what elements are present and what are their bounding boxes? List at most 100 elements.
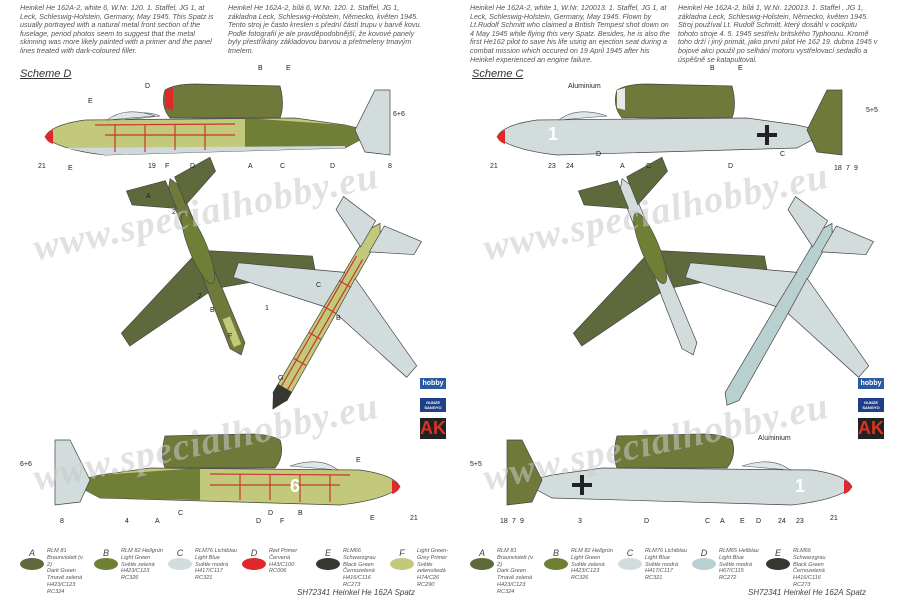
swatch-letter: B	[552, 548, 559, 558]
callout: D	[330, 163, 335, 170]
aircraft-code-6-top: 6	[152, 44, 162, 64]
callout: 4	[125, 518, 129, 525]
callout: 1	[265, 305, 269, 312]
callout: 23	[548, 163, 556, 170]
description-en-right: Heinkel He 162A-2, white 1, W.Nr. 120013…	[470, 3, 670, 64]
callout: F	[280, 518, 284, 525]
callout: C	[316, 282, 321, 289]
callout: 21	[38, 163, 46, 170]
swatch-letter: F	[399, 548, 405, 558]
swatch-text: Red Primer Červená H43/C100 RC006	[269, 548, 298, 575]
color-swatch	[766, 558, 790, 570]
callout: A	[155, 518, 160, 525]
callout: C	[178, 510, 183, 517]
aircraft-code-6-bottom: 6	[290, 476, 300, 496]
callout: D	[756, 518, 761, 525]
swatch-text: RLM 82 Hellgrün Light Green Světle zelen…	[121, 548, 163, 582]
description-en-left: Heinkel He 162A-2, white 6, W.Nr. 120. 1…	[20, 3, 214, 55]
swatch-text: RLM 82 Hellgrün Light Green Světle zelen…	[571, 548, 613, 582]
footer-title-left: SH72341 Heinkel He 162A Spatz	[297, 588, 415, 597]
callout: D	[728, 163, 733, 170]
callout: 21	[490, 163, 498, 170]
callout: 23	[796, 518, 804, 525]
swatch-text: RLM65 Hellblau Light Blue Světle modrá H…	[719, 548, 759, 582]
swatch-letter: E	[774, 548, 781, 558]
swatch-text: RLM66 Schwarzgrau Black Green Černozelen…	[793, 548, 826, 588]
callout: C	[280, 163, 285, 170]
swatch-letter: A	[28, 548, 35, 558]
callout: D	[268, 510, 273, 517]
scheme-c-side-view-left	[496, 83, 843, 156]
aluminium-label-top: Aluminium	[568, 83, 601, 90]
callout: 2	[172, 209, 176, 216]
callout: B	[210, 307, 215, 314]
aluminium-label-bottom: Aluminium	[758, 435, 791, 442]
callout: E	[286, 65, 291, 72]
footer-title-right: SH72341 Heinkel He 162A Spatz	[748, 588, 866, 597]
callouts-scheme-d: B E D E 21 E 19 F D A C D 8 6+6 A 2 B 1 …	[20, 65, 418, 525]
legend-swatch-b: B RLM 82 Hellgrün Light Green Světle zele…	[544, 548, 614, 596]
callout: 6+6	[20, 461, 32, 468]
aircraft-code-1-top: 1	[548, 124, 558, 144]
color-swatch	[242, 558, 266, 570]
color-swatch	[390, 558, 414, 570]
hobby-logo: hobby	[420, 378, 446, 389]
color-swatch	[20, 558, 44, 570]
color-swatch	[470, 558, 494, 570]
callout: 7	[846, 165, 850, 172]
scheme-c-title: Scheme C	[472, 68, 524, 80]
callout: F	[228, 333, 232, 340]
callout: E	[740, 518, 745, 525]
callout: E	[738, 65, 743, 72]
scheme-c-lower-view	[684, 196, 874, 406]
callout: 19	[148, 163, 156, 170]
callout: C	[646, 163, 651, 170]
gunze-logo: GUNZE SANGYO	[420, 398, 446, 412]
swatch-letter: D	[700, 548, 708, 558]
swatch-letter: C	[626, 548, 634, 558]
scheme-d-title: Scheme D	[20, 68, 72, 80]
callout: A	[146, 193, 151, 200]
swatch-letter: E	[324, 548, 331, 558]
color-swatch	[618, 558, 642, 570]
swatch-text: RLM76 Lichtblau Light Blue Světle modrá …	[645, 548, 687, 582]
legend-swatch-d: D RLM65 Hellblau Light Blue Světle modrá …	[692, 548, 762, 596]
scheme-d-side-view-right	[54, 433, 401, 506]
callout: A	[620, 163, 625, 170]
ak-logo: AK	[420, 418, 446, 439]
callout: 21	[830, 515, 838, 522]
hobby-logo: hobby	[858, 378, 884, 389]
callout: D	[145, 83, 150, 90]
callout: 24	[778, 518, 786, 525]
callout: 3	[578, 518, 582, 525]
callout: F	[165, 163, 169, 170]
callout: 7	[512, 518, 516, 525]
callout: A	[720, 518, 725, 525]
callout: E	[88, 98, 93, 105]
callout: B	[258, 65, 263, 72]
callout: 9	[520, 518, 524, 525]
callout: B	[710, 65, 715, 72]
color-swatch	[316, 558, 340, 570]
callout: G	[278, 375, 283, 382]
color-swatch	[168, 558, 192, 570]
color-swatch	[94, 558, 118, 570]
ak-logo: AK	[858, 418, 884, 439]
callout: 18	[500, 518, 508, 525]
callout: D	[644, 518, 649, 525]
callout: C	[780, 151, 785, 158]
callout: 8	[388, 163, 392, 170]
color-swatch	[692, 558, 716, 570]
swatch-letter: A	[478, 548, 485, 558]
callout: B	[336, 315, 341, 322]
callout: 9	[854, 165, 858, 172]
